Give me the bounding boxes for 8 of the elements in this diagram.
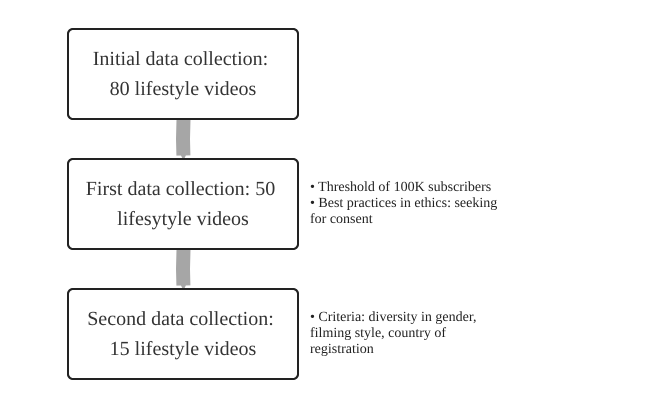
arrow	[176, 248, 190, 290]
arrow	[176, 118, 190, 160]
node-text: First data collection: 50 lifesytyle videos	[86, 178, 276, 230]
bullet-note: • Best practices in ethics: seeking for consent	[310, 196, 498, 228]
bullet-note: • Criteria: diversity in gender, filming style, country of registration	[310, 310, 478, 358]
node-text: Second data collection: 15 lifestyle videos	[87, 308, 274, 360]
node-text: Initial data collection: 80 lifestyle videos	[92, 48, 268, 100]
bullet-note: • Threshold of 100K subscribers	[310, 180, 492, 196]
